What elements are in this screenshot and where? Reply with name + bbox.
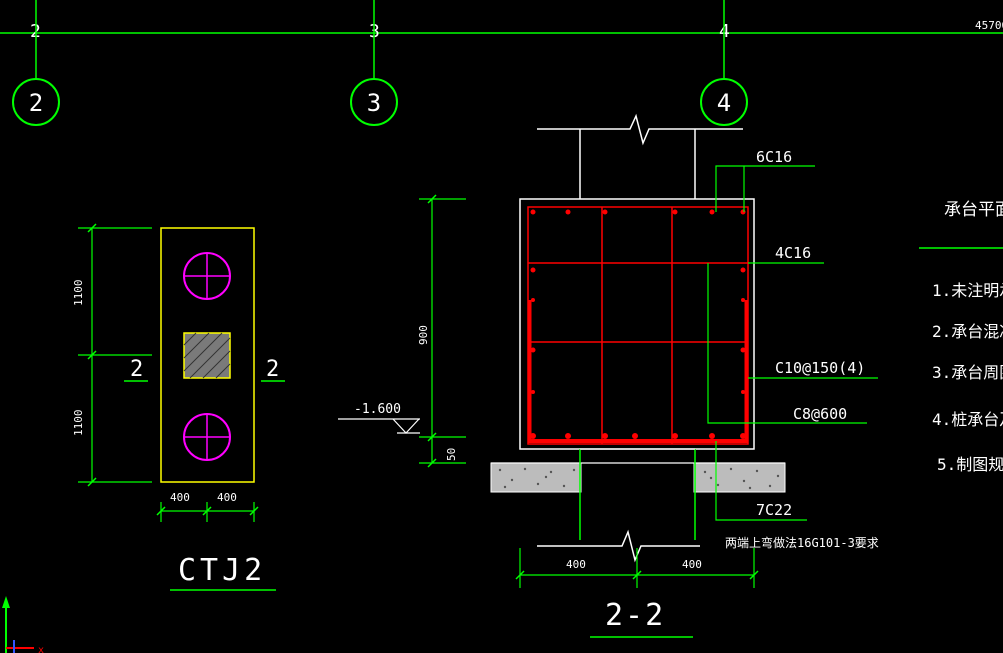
pile-section bbox=[579, 448, 696, 540]
plan-dim-lower: 1100 bbox=[72, 410, 85, 437]
pile-cap-outline bbox=[160, 227, 255, 483]
section-horizontal-dimension bbox=[515, 548, 759, 588]
grid-bubble-4-label: 4 bbox=[717, 89, 731, 117]
pile-circle-icon bbox=[183, 252, 231, 300]
notes-item-3: 3.承台周围用 bbox=[932, 363, 1003, 382]
plan-dim-left: 400 bbox=[170, 491, 190, 504]
section-dim-right: 400 bbox=[682, 558, 702, 571]
notes-item-2: 2.承台混凝土 bbox=[932, 322, 1003, 341]
notes-heading: 承台平面布 bbox=[944, 200, 1003, 220]
notes-item-5: 5.制图规则和 bbox=[937, 455, 1003, 474]
break-line-icon bbox=[537, 113, 743, 146]
pile-cap-plan[interactable] bbox=[160, 227, 255, 483]
elevation-label: -1.600 bbox=[354, 402, 401, 417]
section-mark-left: 2 bbox=[130, 357, 143, 382]
plan-horizontal-dimension bbox=[156, 502, 259, 522]
elevation-triangle-icon bbox=[338, 418, 420, 434]
plan-title: CTJ2 bbox=[178, 553, 266, 588]
grid-bubble-2-label: 2 bbox=[29, 89, 43, 117]
grid-bubble-4 bbox=[700, 78, 748, 126]
label-side-rebar: 4C16 bbox=[775, 244, 811, 262]
section-vertical-dimension bbox=[419, 194, 466, 468]
grid-bubble-2 bbox=[12, 78, 60, 126]
grid-axis-3[interactable]: 3 bbox=[350, 0, 398, 126]
section-mark-right: 2 bbox=[266, 357, 279, 382]
ucs-axis-icon[interactable]: x bbox=[2, 596, 44, 653]
label-leader-tie bbox=[707, 263, 867, 424]
label-bottom-rebar: 7C22 bbox=[756, 501, 792, 519]
section-dim-left: 400 bbox=[566, 558, 586, 571]
label-stirrup: C10@150(4) bbox=[775, 359, 865, 377]
section-dim-cover: 50 bbox=[445, 448, 458, 461]
label-top-rebar: 6C16 bbox=[756, 148, 792, 166]
pile-circle-icon bbox=[183, 413, 231, 461]
plan-vertical-dimension bbox=[78, 223, 152, 487]
pile-cap-section[interactable] bbox=[519, 198, 755, 450]
column-hatch-icon bbox=[183, 332, 231, 379]
section-dim-height: 900 bbox=[417, 325, 430, 345]
rebar-stirrup-outer bbox=[527, 206, 749, 445]
section-title: 2-2 bbox=[605, 598, 665, 633]
column-stub bbox=[579, 129, 696, 199]
notes-item-4: 4.桩承台及基础 bbox=[932, 410, 1003, 429]
label-anchor-note: 两端上弯做法16G101-3要求 bbox=[725, 535, 879, 550]
pile-cap-section-outline bbox=[519, 198, 755, 450]
notes-item-1: 1.未注明承台底 bbox=[932, 281, 1003, 300]
break-line-icon bbox=[537, 529, 700, 563]
grid-axis-4[interactable]: 4 bbox=[700, 0, 748, 126]
plan-dim-right: 400 bbox=[217, 491, 237, 504]
label-leader-6C16 bbox=[715, 165, 815, 212]
label-tie: C8@600 bbox=[793, 405, 847, 423]
rebar-dots bbox=[530, 209, 746, 439]
grid-axis-2[interactable]: 2 bbox=[12, 0, 60, 126]
grid-bubble-3-label: 3 bbox=[367, 89, 381, 117]
bedding-layer bbox=[490, 462, 786, 493]
grid-bubble-3 bbox=[350, 78, 398, 126]
svg-text:x: x bbox=[38, 645, 44, 653]
plan-dim-upper: 1100 bbox=[72, 280, 85, 307]
top-right-dimension: 45700 bbox=[975, 19, 1003, 32]
label-leader-7C22 bbox=[715, 441, 807, 521]
